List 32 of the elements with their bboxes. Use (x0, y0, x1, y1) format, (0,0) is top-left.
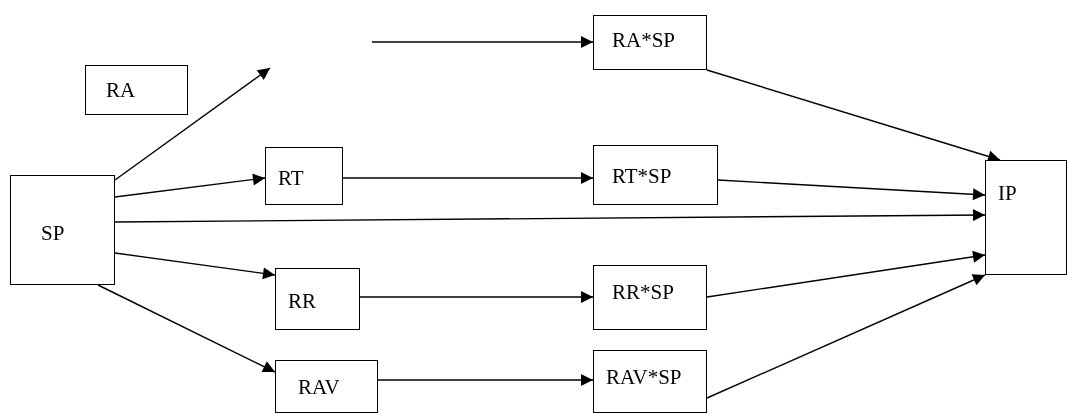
process-box (593, 15, 707, 70)
box-label: IP (998, 181, 1017, 206)
arrow (342, 172, 594, 184)
box-label: SP (41, 221, 65, 246)
box-label: RA*SP (612, 28, 676, 53)
box-label: RA (106, 78, 136, 103)
arrow (706, 274, 986, 399)
arrow (377, 374, 594, 386)
box-label: RT*SP (612, 164, 672, 189)
process-box (593, 350, 707, 413)
process-box (275, 360, 378, 413)
process-box (985, 160, 1067, 275)
box-label: RR*SP (612, 280, 674, 305)
box-label: RT (278, 166, 304, 191)
process-box (10, 175, 115, 285)
arrow (717, 179, 986, 201)
process-box (275, 268, 360, 330)
box-label: RAV*SP (606, 365, 682, 390)
process-box (593, 265, 707, 330)
arrow (359, 291, 594, 303)
arrow (97, 284, 276, 373)
process-box (85, 65, 188, 115)
box-label: RR (288, 289, 316, 314)
process-box (593, 145, 718, 205)
arrow (114, 67, 271, 181)
arrow (371, 36, 594, 48)
process-box (265, 147, 343, 205)
arrow (114, 252, 276, 280)
arrow (114, 173, 266, 198)
arrow (706, 250, 986, 298)
arrow (114, 209, 986, 223)
box-label: RAV (298, 375, 340, 400)
